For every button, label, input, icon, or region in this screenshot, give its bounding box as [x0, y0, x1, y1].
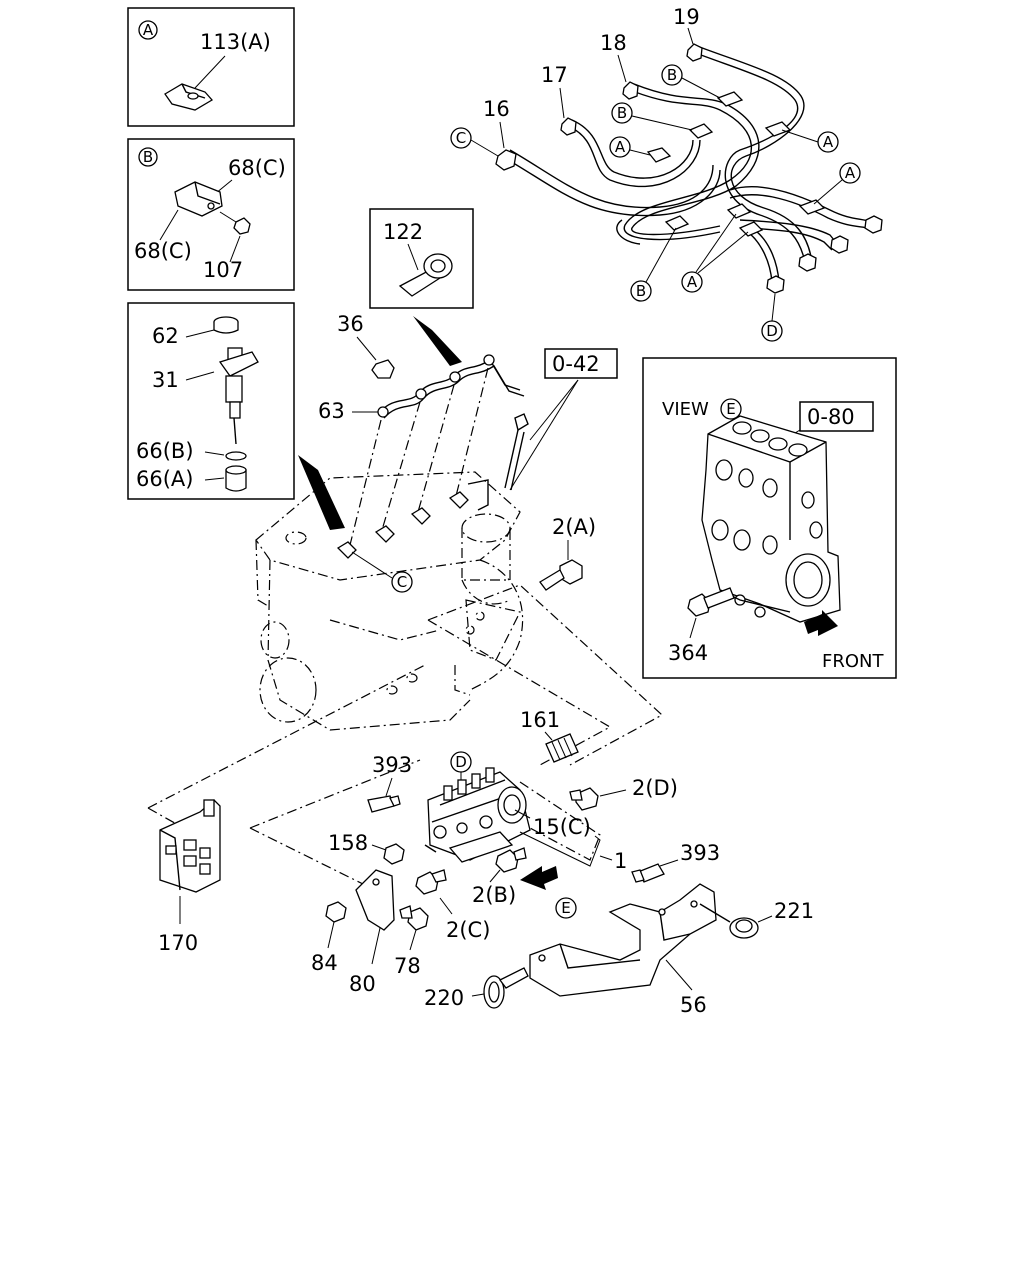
label-107: 107: [203, 258, 243, 282]
leak-off-pipe: [371, 354, 529, 491]
label-170: 170: [158, 931, 198, 955]
marker-b-2: B: [617, 104, 627, 122]
nut-221-icon: [729, 917, 759, 939]
pipe-markers: C B B A A A A B D: [450, 64, 861, 342]
marker-a-3: A: [845, 164, 856, 182]
pointer-injector: [298, 455, 345, 530]
ref-042: 0-42: [509, 348, 618, 491]
marker-c-pipe: C: [456, 129, 466, 147]
marker-b-1: B: [667, 66, 677, 84]
label-66a: 66(A): [136, 467, 193, 491]
marker-c-engine: C: [397, 573, 407, 591]
pump-view-e-icon: [701, 415, 841, 623]
seal-66a-icon: [225, 465, 247, 492]
view-e-box: VIEW E 0-80: [642, 357, 897, 679]
label-front: FRONT: [822, 651, 884, 672]
clip-113a-icon: [164, 83, 214, 111]
label-66b: 66(B): [136, 439, 194, 463]
injection-pipes: [495, 43, 883, 294]
label-393-b: 393: [680, 841, 720, 865]
label-2a: 2(A): [552, 515, 596, 539]
label-63: 63: [318, 399, 345, 423]
label-122: 122: [383, 220, 423, 244]
injector-31-icon: [218, 347, 259, 445]
label-19: 19: [673, 5, 700, 29]
marker-a-4: A: [687, 273, 698, 291]
label-62: 62: [152, 324, 179, 348]
label-15c: 15(C): [533, 815, 591, 839]
clamp-122-icon: [398, 253, 453, 297]
marker-b-3: B: [636, 282, 646, 300]
label-2d: 2(D): [632, 776, 678, 800]
label-18: 18: [600, 31, 627, 55]
engine-block: [255, 471, 524, 731]
marker-a-1: A: [615, 138, 626, 156]
fitting-161-icon: [545, 733, 579, 763]
bracket-170-icon: [159, 799, 221, 893]
view-e-title: VIEW: [662, 399, 709, 420]
label-17: 17: [541, 63, 568, 87]
front-arrow-icon: [804, 610, 838, 636]
label-16: 16: [483, 97, 510, 121]
label-56: 56: [680, 993, 707, 1017]
assembly-lines: [147, 584, 664, 886]
detail-box-a: A 113(A): [127, 7, 295, 127]
marker-a-2: A: [823, 133, 834, 151]
marker-d-pump: D: [455, 753, 467, 771]
clamp-220-icon: [483, 967, 529, 1009]
detail-box-b: B 68(C) 68(C) 107: [127, 138, 295, 291]
label-1: 1: [614, 849, 627, 873]
label-2b: 2(B): [472, 883, 516, 907]
bolt-78-icon: [399, 905, 429, 931]
cap-62-icon: [213, 316, 239, 334]
nut-158-icon: [383, 843, 405, 865]
clip-68c-icon: [174, 181, 223, 217]
bolt-364-icon: [687, 587, 735, 617]
bolt-2b-icon: [495, 847, 527, 873]
injection-pump: [424, 767, 531, 863]
label-364: 364: [668, 641, 708, 665]
washer-66b-icon: [225, 451, 247, 461]
bracket-80-icon: [355, 869, 395, 965]
detail-a-marker: A: [143, 21, 154, 39]
label-220: 220: [424, 986, 464, 1010]
marker-a-circle: [138, 20, 158, 40]
label-161: 161: [520, 708, 560, 732]
label-ref-080: 0-80: [807, 405, 855, 429]
label-31: 31: [152, 368, 179, 392]
label-ref-042: 0-42: [552, 352, 600, 376]
bolt-2a-icon: [539, 559, 583, 591]
label-221: 221: [774, 899, 814, 923]
detail-box-injector: 62 31 66(B) 66(A): [127, 302, 295, 500]
pointer-122: [413, 316, 462, 366]
label-2c: 2(C): [446, 918, 490, 942]
label-84: 84: [311, 951, 338, 975]
view-e-marker: E: [726, 400, 735, 418]
sensor-393-b-icon: [631, 863, 665, 883]
marker-e: E: [561, 899, 570, 917]
bolt-2c-icon: [415, 869, 447, 895]
detail-b-marker: B: [143, 148, 153, 166]
arrow-e-icon: [520, 866, 558, 890]
label-68c-top: 68(C): [228, 156, 286, 180]
nut-84-icon: [325, 901, 347, 923]
detail-box-122: 122: [369, 208, 474, 366]
label-158: 158: [328, 831, 368, 855]
label-36: 36: [337, 312, 364, 336]
marker-d-pipe: D: [766, 322, 778, 340]
label-393-a: 393: [372, 753, 412, 777]
label-80: 80: [349, 972, 376, 996]
bracket-56-icon: [529, 883, 731, 997]
nut-107-icon: [233, 217, 251, 235]
bolt-2d-icon: [569, 787, 599, 811]
label-113a: 113(A): [200, 30, 271, 54]
sensor-393-a-icon: [367, 795, 401, 813]
label-68c-left: 68(C): [134, 239, 192, 263]
label-78: 78: [394, 954, 421, 978]
